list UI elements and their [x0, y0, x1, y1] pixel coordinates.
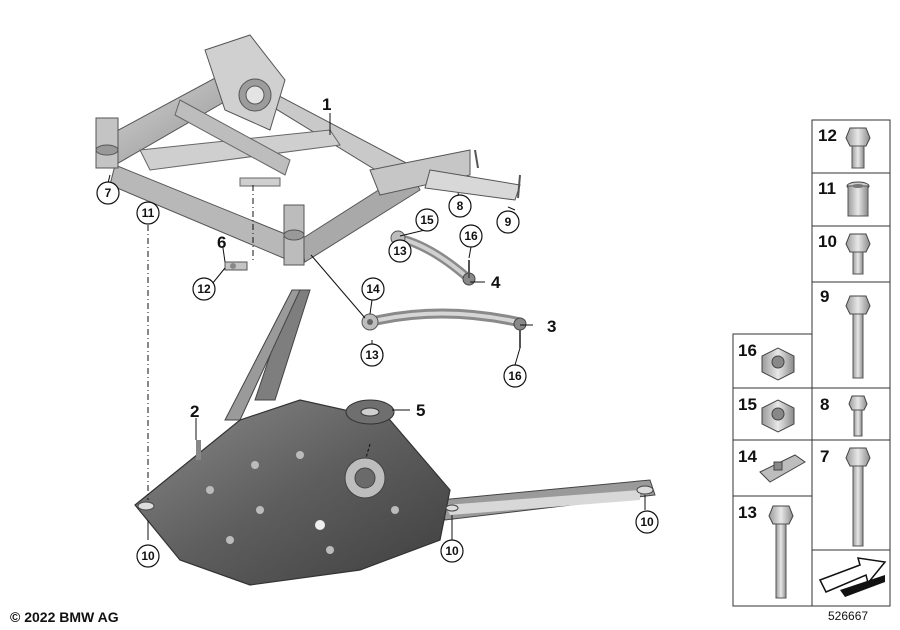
callout-15: 15: [415, 208, 439, 232]
callout-10-left: 10: [136, 544, 160, 568]
svg-text:13: 13: [393, 244, 407, 258]
long-bolt-9-icon: [845, 295, 871, 379]
wishbone-part-4: [390, 230, 476, 286]
callout-13-lower: 13: [360, 343, 384, 367]
callout-13-upper: 13: [388, 239, 412, 263]
hex-nut-15-icon: [761, 399, 795, 433]
callout-8: 8: [448, 194, 472, 218]
svg-text:7: 7: [105, 186, 112, 200]
svg-text:13: 13: [365, 348, 379, 362]
long-bolt-7-icon: [845, 447, 871, 547]
callout-4: 4: [491, 273, 501, 292]
leader-lines: [107, 113, 646, 540]
cell-label-11: 11: [818, 179, 836, 198]
cell-label-15: 15: [738, 395, 757, 414]
svg-text:16: 16: [508, 369, 522, 383]
bolt-8-icon: [848, 395, 868, 437]
svg-text:10: 10: [445, 544, 459, 558]
cell-label-14: 14: [738, 447, 757, 466]
cell-label-9: 9: [820, 287, 829, 306]
hex-bolt-10-icon: [845, 233, 871, 275]
svg-text:15: 15: [420, 213, 434, 227]
callout-2: 2: [190, 402, 199, 421]
wishbone-part-3: [361, 308, 527, 348]
svg-text:11: 11: [142, 206, 155, 220]
cell-label-7: 7: [820, 447, 829, 466]
cell-label-12: 12: [818, 126, 837, 145]
callout-1: 1: [322, 95, 331, 114]
callout-16-lower: 16: [503, 364, 527, 388]
callout-3: 3: [547, 317, 556, 336]
view-arrow-icon: [818, 557, 887, 597]
sleeve-11-icon: [846, 181, 870, 217]
diagram-id: 526667: [828, 609, 869, 623]
bolt-part-6: [224, 261, 248, 271]
svg-text:10: 10: [640, 515, 654, 529]
svg-text:10: 10: [141, 549, 155, 563]
clip-nut-14-icon: [759, 454, 806, 483]
cell-label-8: 8: [820, 395, 829, 414]
shear-panel-part-2: [134, 289, 656, 586]
callout-11: 11: [136, 201, 160, 225]
bolt-13-icon: [768, 505, 794, 599]
callout-14: 14: [361, 277, 385, 301]
callout-6: 6: [217, 233, 226, 252]
callout-16-upper: 16: [459, 224, 483, 248]
svg-text:9: 9: [505, 215, 512, 229]
callout-12: 12: [192, 277, 216, 301]
svg-text:12: 12: [197, 282, 211, 296]
svg-text:14: 14: [366, 282, 380, 296]
callout-9: 9: [496, 210, 520, 234]
front-axle-subframe: [95, 34, 521, 266]
rubber-mount-part-5: [345, 399, 395, 425]
cell-label-16: 16: [738, 341, 757, 360]
hex-bolt-12-icon: [845, 127, 871, 169]
cell-label-13: 13: [738, 503, 757, 522]
callout-7: 7: [96, 181, 120, 205]
callout-5: 5: [416, 401, 425, 420]
svg-text:16: 16: [464, 229, 478, 243]
copyright-text: © 2022 BMW AG: [10, 609, 119, 625]
svg-text:8: 8: [457, 199, 464, 213]
hex-nut-16-icon: [761, 347, 795, 381]
parts-table: 12 11 10 9 8 7 16 15 14 13: [732, 119, 891, 607]
cell-label-10: 10: [818, 232, 837, 251]
callout-10-right: 10: [635, 510, 659, 534]
callout-10-center: 10: [440, 539, 464, 563]
